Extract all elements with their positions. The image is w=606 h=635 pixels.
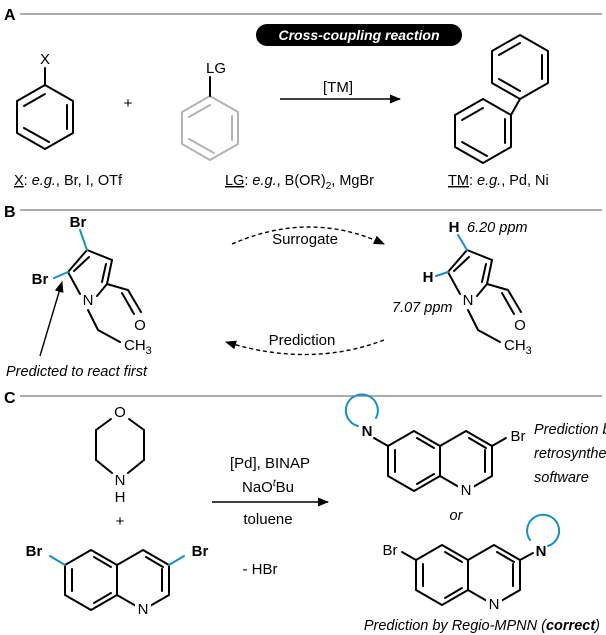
dibromo-pyrrole: N O CH3 Br Br (32, 214, 152, 357)
panel-a: A Cross-coupling reaction X + LG [TM] (4, 7, 602, 192)
hydrogen-c5: H (423, 269, 434, 286)
caption-lg-key: LG (225, 173, 244, 189)
pred-retro-1: Prediction by (534, 422, 606, 438)
substituent-x: X (40, 51, 50, 68)
panel-b-label: B (4, 204, 16, 221)
prediction-label: Prediction (269, 332, 336, 349)
pred-mpnn: Prediction by Regio-MPNN (correct) (364, 618, 600, 634)
conditions-line-1: [Pd], BINAP (230, 455, 310, 472)
pyrrole-n-left: N (83, 292, 94, 309)
leaving-group: LG (206, 60, 226, 77)
caption-x-key: X (14, 173, 24, 189)
catalyst-label: [TM] (323, 79, 353, 96)
bromine-p1: Br (511, 428, 526, 445)
bromine-6-reactant: Br (26, 543, 43, 560)
amine-ring-p1 (344, 393, 379, 427)
pred-retro-3: software (534, 470, 589, 486)
amine-n-p1: N (362, 423, 373, 440)
pred-retro-2: retrosynthesis (534, 446, 606, 462)
panel-c: C O N H + N Br B (4, 390, 606, 634)
plus-a: + (124, 95, 133, 112)
caption-lg-eg: e.g. (252, 173, 276, 189)
surrogate-arrow (231, 226, 386, 245)
caption-x: X: e.g., Br, I, OTf (14, 173, 123, 189)
panel-b: B N O CH3 Br Br Predicted to react first (4, 204, 602, 380)
quinoline-n-p1: N (461, 482, 472, 499)
methyl-right: CH3 (504, 337, 532, 357)
shift-bottom: 7.07 ppm (392, 300, 452, 316)
dibromoquinoline: N Br Br (26, 543, 209, 618)
shift-top: 6.20 ppm (467, 220, 527, 236)
caption-lg-tail: , MgBr (331, 173, 374, 189)
amine-n-p2: N (536, 543, 547, 560)
conditions-line-3: toluene (243, 511, 292, 528)
protio-pyrrole: N O CH3 H H (423, 219, 532, 357)
panel-a-label: A (4, 7, 16, 24)
aldehyde-o-left: O (134, 317, 146, 334)
morpholine-h: H (115, 489, 126, 506)
hydrogen-c4: H (449, 219, 460, 236)
aldehyde-o-right: O (514, 317, 526, 334)
predicted-note: Predicted to react first (6, 364, 148, 380)
panel-c-label: C (4, 390, 16, 407)
byproduct: - HBr (243, 561, 278, 578)
morpholine-n: N (115, 472, 126, 489)
morpholine-o: O (114, 404, 126, 421)
caption-lg-rest: , B(OR) (277, 173, 326, 189)
plus-c: + (116, 513, 125, 530)
coupling-partner: LG (181, 60, 239, 161)
caption-tm: TM: e.g., Pd, Ni (448, 173, 549, 189)
surrogate-label: Surrogate (272, 231, 338, 248)
caption-x-rest: , Br, I, OTf (56, 173, 123, 189)
panel-a-title: Cross-coupling reaction (278, 27, 439, 43)
bromine-p2: Br (383, 542, 398, 559)
product-regio-mpnn: N Br N (383, 513, 561, 613)
product-retrosynthesis: N Br N (344, 393, 526, 499)
bromine-c4: Br (70, 214, 87, 231)
prediction-pointer-arrow (39, 280, 64, 357)
amine-ring-p2 (526, 513, 561, 547)
caption-x-eg: e.g. (32, 173, 56, 189)
prediction-arrow (224, 339, 385, 356)
caption-lg-sub: 2 (326, 181, 332, 192)
bromine-3-reactant: Br (192, 543, 209, 560)
bromine-c5: Br (32, 271, 49, 288)
conditions-line-2: NaOtBu (242, 478, 294, 496)
caption-tm-rest: , Pd, Ni (501, 173, 549, 189)
pyrrole-n-right: N (463, 292, 474, 309)
or-label: or (450, 508, 464, 524)
methyl-left: CH3 (124, 337, 152, 357)
caption-tm-eg: e.g. (477, 173, 501, 189)
caption-tm-key: TM (448, 173, 469, 189)
title-pill (256, 24, 462, 46)
quinoline-n-reactant: N (138, 601, 149, 618)
aryl-halide: X (16, 51, 74, 150)
morpholine: O N H (95, 404, 145, 506)
caption-lg: LG: e.g., B(OR)2, MgBr (225, 173, 374, 192)
biphenyl-product (454, 34, 549, 164)
quinoline-n-p2: N (489, 596, 500, 613)
